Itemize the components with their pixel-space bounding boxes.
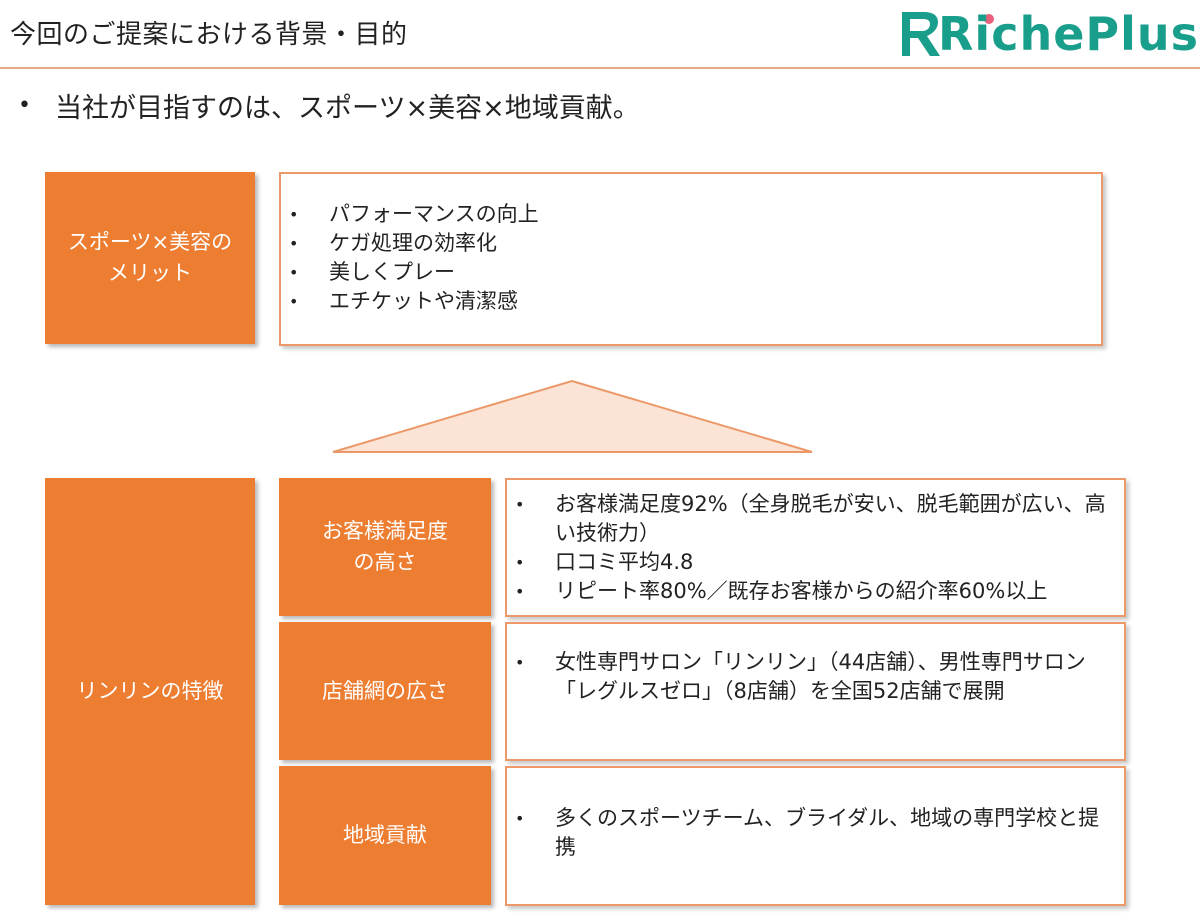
features-label: リンリンの特徴 [76,679,224,703]
feature-label-line1: お客様満足度 [322,519,448,543]
merit-item: 美しくプレー [281,258,1089,287]
merit-label-line1: スポーツ×美容の [67,230,233,254]
feature-label-line1: 店舗網の広さ [322,678,448,703]
lead-statement: • 当社が目指すのは、スポーツ×美容×地域貢献。 [18,86,640,125]
feature-item: 口コミ平均4.8 [507,548,1110,577]
logo-dot-icon [984,14,994,24]
features-label-box: リンリンの特徴 [45,478,255,905]
feature-detail-community: 多くのスポーツチーム、ブライダル、地域の専門学校と提携 [505,766,1126,906]
merit-list-box: パフォーマンスの向上 ケガ処理の効率化 美しくプレー エチケットや清潔感 [279,172,1103,346]
feature-item: 多くのスポーツチーム、ブライダル、地域の専門学校と提携 [507,804,1110,862]
feature-label-community: 地域貢献 [279,766,491,905]
lead-text: 当社が目指すのは、スポーツ×美容×地域貢献。 [54,93,640,124]
feature-detail-satisfaction: お客様満足度92%（全身脱毛が安い、脱毛範囲が広い、高い技術力） 口コミ平均4.… [505,478,1126,617]
header-divider [0,67,1200,69]
logo-r-icon [902,12,940,56]
riche-plus-logo: RichePlus [898,4,1198,64]
page-title: 今回のご提案における背景・目的 [10,20,408,50]
feature-item: リピート率80%／既存お客様からの紹介率60%以上 [507,577,1110,606]
feature-detail-network: 女性専門サロン「リンリン」（44店舗）、男性専門サロン「レグルスゼロ」（8店舗）… [505,622,1126,761]
feature-label-network: 店舗網の広さ [279,622,491,760]
merit-label-box: スポーツ×美容の メリット [45,172,255,344]
lead-bullet: • [18,93,31,118]
feature-item: お客様満足度92%（全身脱毛が安い、脱毛範囲が広い、高い技術力） [507,490,1110,548]
merit-item: パフォーマンスの向上 [281,200,1089,229]
feature-item: 女性専門サロン「リンリン」（44店舗）、男性専門サロン「レグルスゼロ」（8店舗）… [507,648,1110,706]
logo-text: RichePlus [938,7,1200,61]
triangle-arrow-icon [332,379,813,453]
merit-item: ケガ処理の効率化 [281,229,1089,258]
feature-label-line1: 地域貢献 [343,823,427,847]
feature-label-satisfaction: お客様満足度 の高さ [279,478,491,616]
feature-label-line2: の高さ [353,550,417,574]
merit-item: エチケットや清潔感 [281,287,1089,316]
merit-label-line2: メリット [108,261,192,285]
